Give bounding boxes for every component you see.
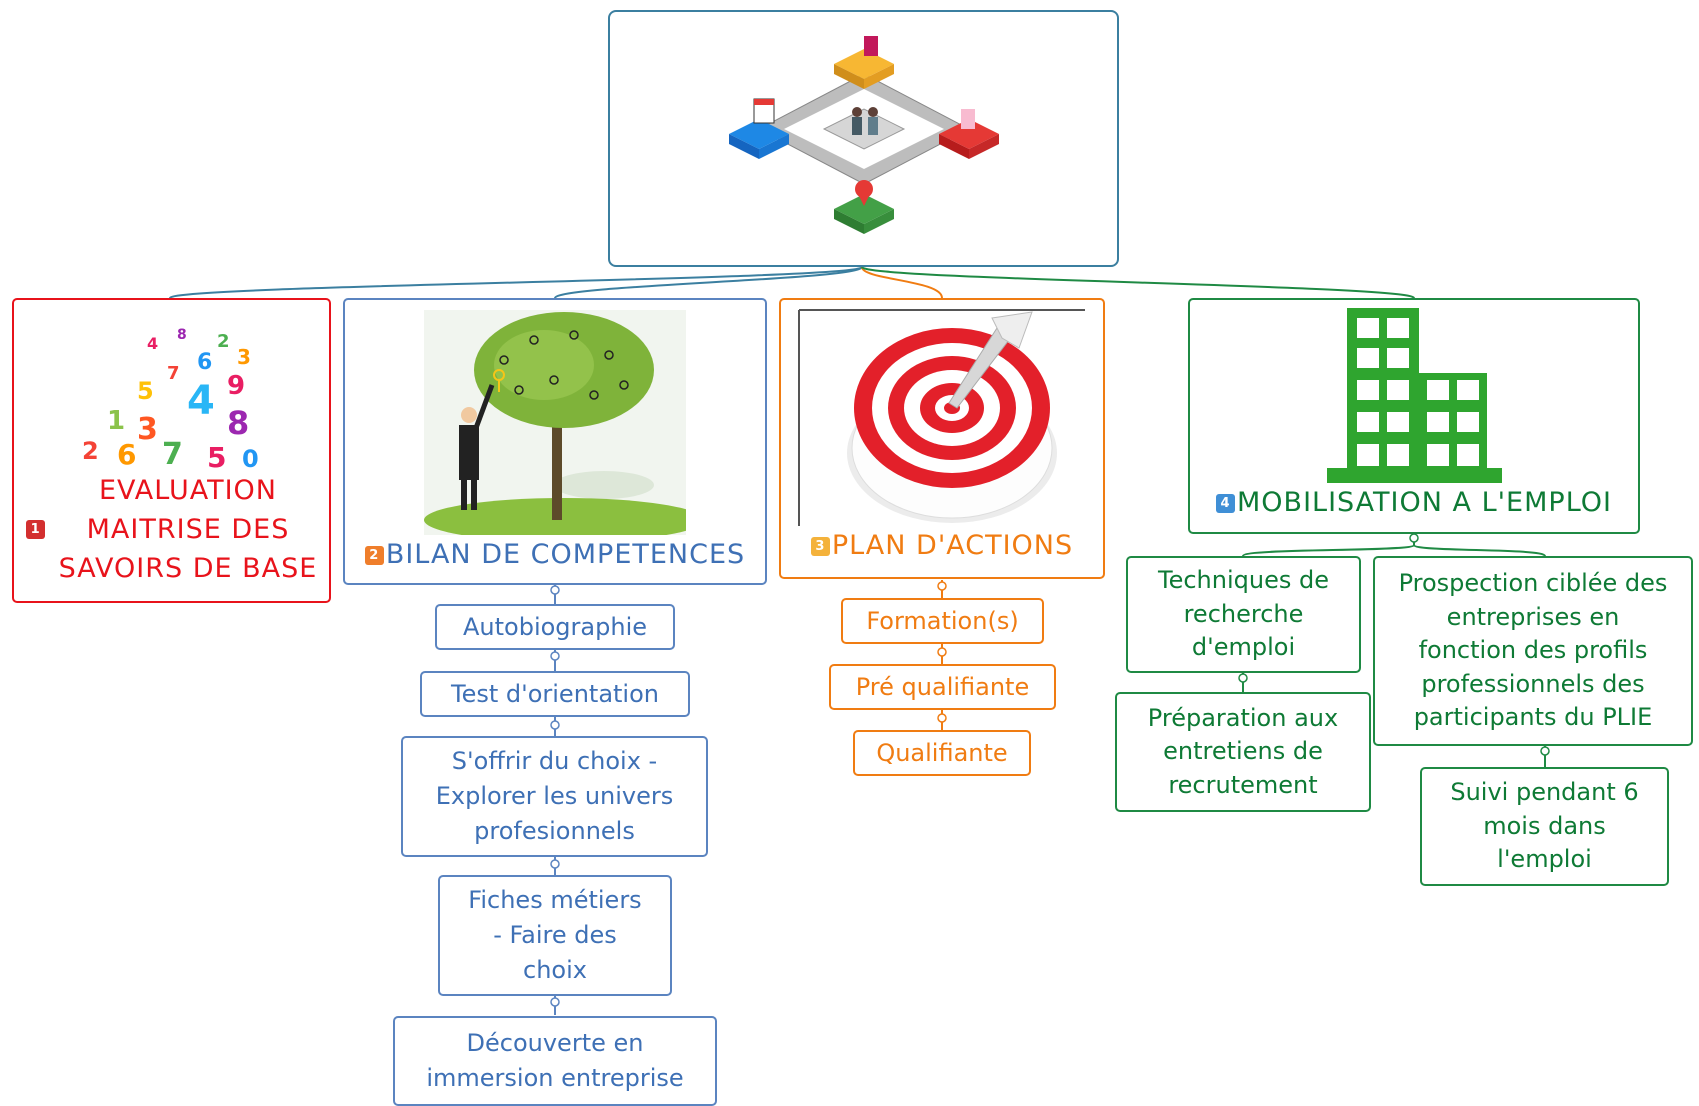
board-game-path-illustration [728,35,999,234]
mobilisation-child-label: recrutement [1168,770,1318,799]
mobilisation-child-label: mois dans [1483,811,1606,840]
bilan-child[interactable]: Fiches métiers - Faire des choix [438,875,672,996]
mobilisation-child-label: professionnels des [1421,669,1645,698]
mobilisation-child-label: Suivi pendant 6 [1450,778,1639,807]
svg-text:6: 6 [197,350,212,375]
svg-text:2: 2 [217,331,230,352]
root-node[interactable] [608,10,1119,267]
bilan-child-label: Test d'orientation [450,679,659,708]
evaluation-label-line: MAITRISE DES [86,513,290,545]
bilan-child[interactable]: Autobiographie [435,604,675,650]
svg-text:4: 4 [147,334,158,353]
mobilisation-child-label: participants du PLIE [1413,703,1653,732]
bilan-child-label: choix [523,955,587,984]
bilan-child-label: Découverte en [466,1029,644,1057]
svg-text:3: 3 [137,412,158,447]
evaluation-label-line: SAVOIRS DE BASE [58,553,318,585]
plan-child[interactable]: Formation(s) [841,598,1044,644]
svg-text:8: 8 [227,404,249,442]
bilan-child[interactable]: S'offrir du choix - Explorer les univers… [401,736,708,857]
svg-text:3: 3 [237,345,251,369]
svg-text:2: 2 [82,437,99,465]
tree-with-keys-illustration [424,310,686,535]
badge-2: 2 [364,546,384,565]
svg-text:9: 9 [227,371,245,401]
mobilisation-label: MOBILISATION A L'EMPLOI [1237,487,1612,518]
mobilisation-child[interactable]: Suivi pendant 6 mois dans l'emploi [1420,767,1669,886]
evaluation-label-line: EVALUATION [98,474,277,506]
bilan-label: BILAN DE COMPETENCES [385,539,746,570]
badge-3: 3 [810,537,830,556]
bilan-child-label: - Faire des [493,921,617,950]
plan-child-label: Pré qualifiante [855,672,1030,701]
plan-child-label: Formation(s) [866,606,1019,635]
mobilisation-child-label: Prospection ciblée des [1398,569,1668,598]
mobilisation-child-label: entreprises en [1446,602,1620,631]
svg-text:0: 0 [242,445,259,469]
bilan-child[interactable]: Découverte en immersion entreprise [393,1016,717,1106]
bilan-child-label: S'offrir du choix - [451,747,658,776]
mobilisation-child-label: recherche [1183,599,1304,628]
colorful-numbers-illustration: 4 8 2 3 6 7 5 9 4 1 3 8 2 6 7 5 0 [76,318,267,469]
mobilisation-child-label: Préparation aux [1147,703,1339,732]
mobilisation-child[interactable]: Prospection ciblée des entreprises en fo… [1373,556,1693,746]
bilan-child-label: immersion entreprise [426,1063,684,1092]
mobilisation-child-label: d'emploi [1191,633,1296,662]
svg-text:7: 7 [167,363,180,384]
mobilisation-child[interactable]: Préparation aux entretiens de recrutemen… [1115,692,1371,812]
bilan-child-label: Explorer les univers [435,782,674,811]
plan-child[interactable]: Pré qualifiante [829,664,1056,710]
branch-evaluation[interactable]: 4 8 2 3 6 7 5 9 4 1 3 8 2 6 7 5 0 1 EVAL… [12,298,331,603]
mobilisation-child-label: entretiens de [1163,737,1323,766]
svg-text:6: 6 [117,438,136,469]
badge-4: 4 [1216,494,1235,513]
plan-label: PLAN D'ACTIONS [831,530,1074,561]
svg-text:4: 4 [187,378,215,424]
mobilisation-child-label: fonction des profils [1418,636,1648,665]
bilan-child-label: Fiches métiers [468,886,642,915]
svg-text:7: 7 [162,437,183,469]
mobilisation-child[interactable]: Techniques de recherche d'emploi [1126,556,1361,673]
target-dart-illustration [798,309,1085,526]
mobilisation-child-label: l'emploi [1497,845,1592,874]
bilan-child[interactable]: Test d'orientation [420,671,690,717]
plan-child[interactable]: Qualifiante [853,730,1031,776]
svg-text:8: 8 [177,327,187,343]
bilan-child-label: profesionnels [474,816,635,845]
badge-1: 1 [25,519,45,539]
svg-text:5: 5 [207,441,226,469]
mobilisation-child-label: Techniques de [1158,566,1329,595]
plan-child-label: Qualifiante [876,738,1008,767]
bilan-child-label: Autobiographie [463,612,647,641]
building-icon [1326,308,1502,483]
svg-text:5: 5 [137,377,154,405]
svg-text:1: 1 [107,406,125,436]
